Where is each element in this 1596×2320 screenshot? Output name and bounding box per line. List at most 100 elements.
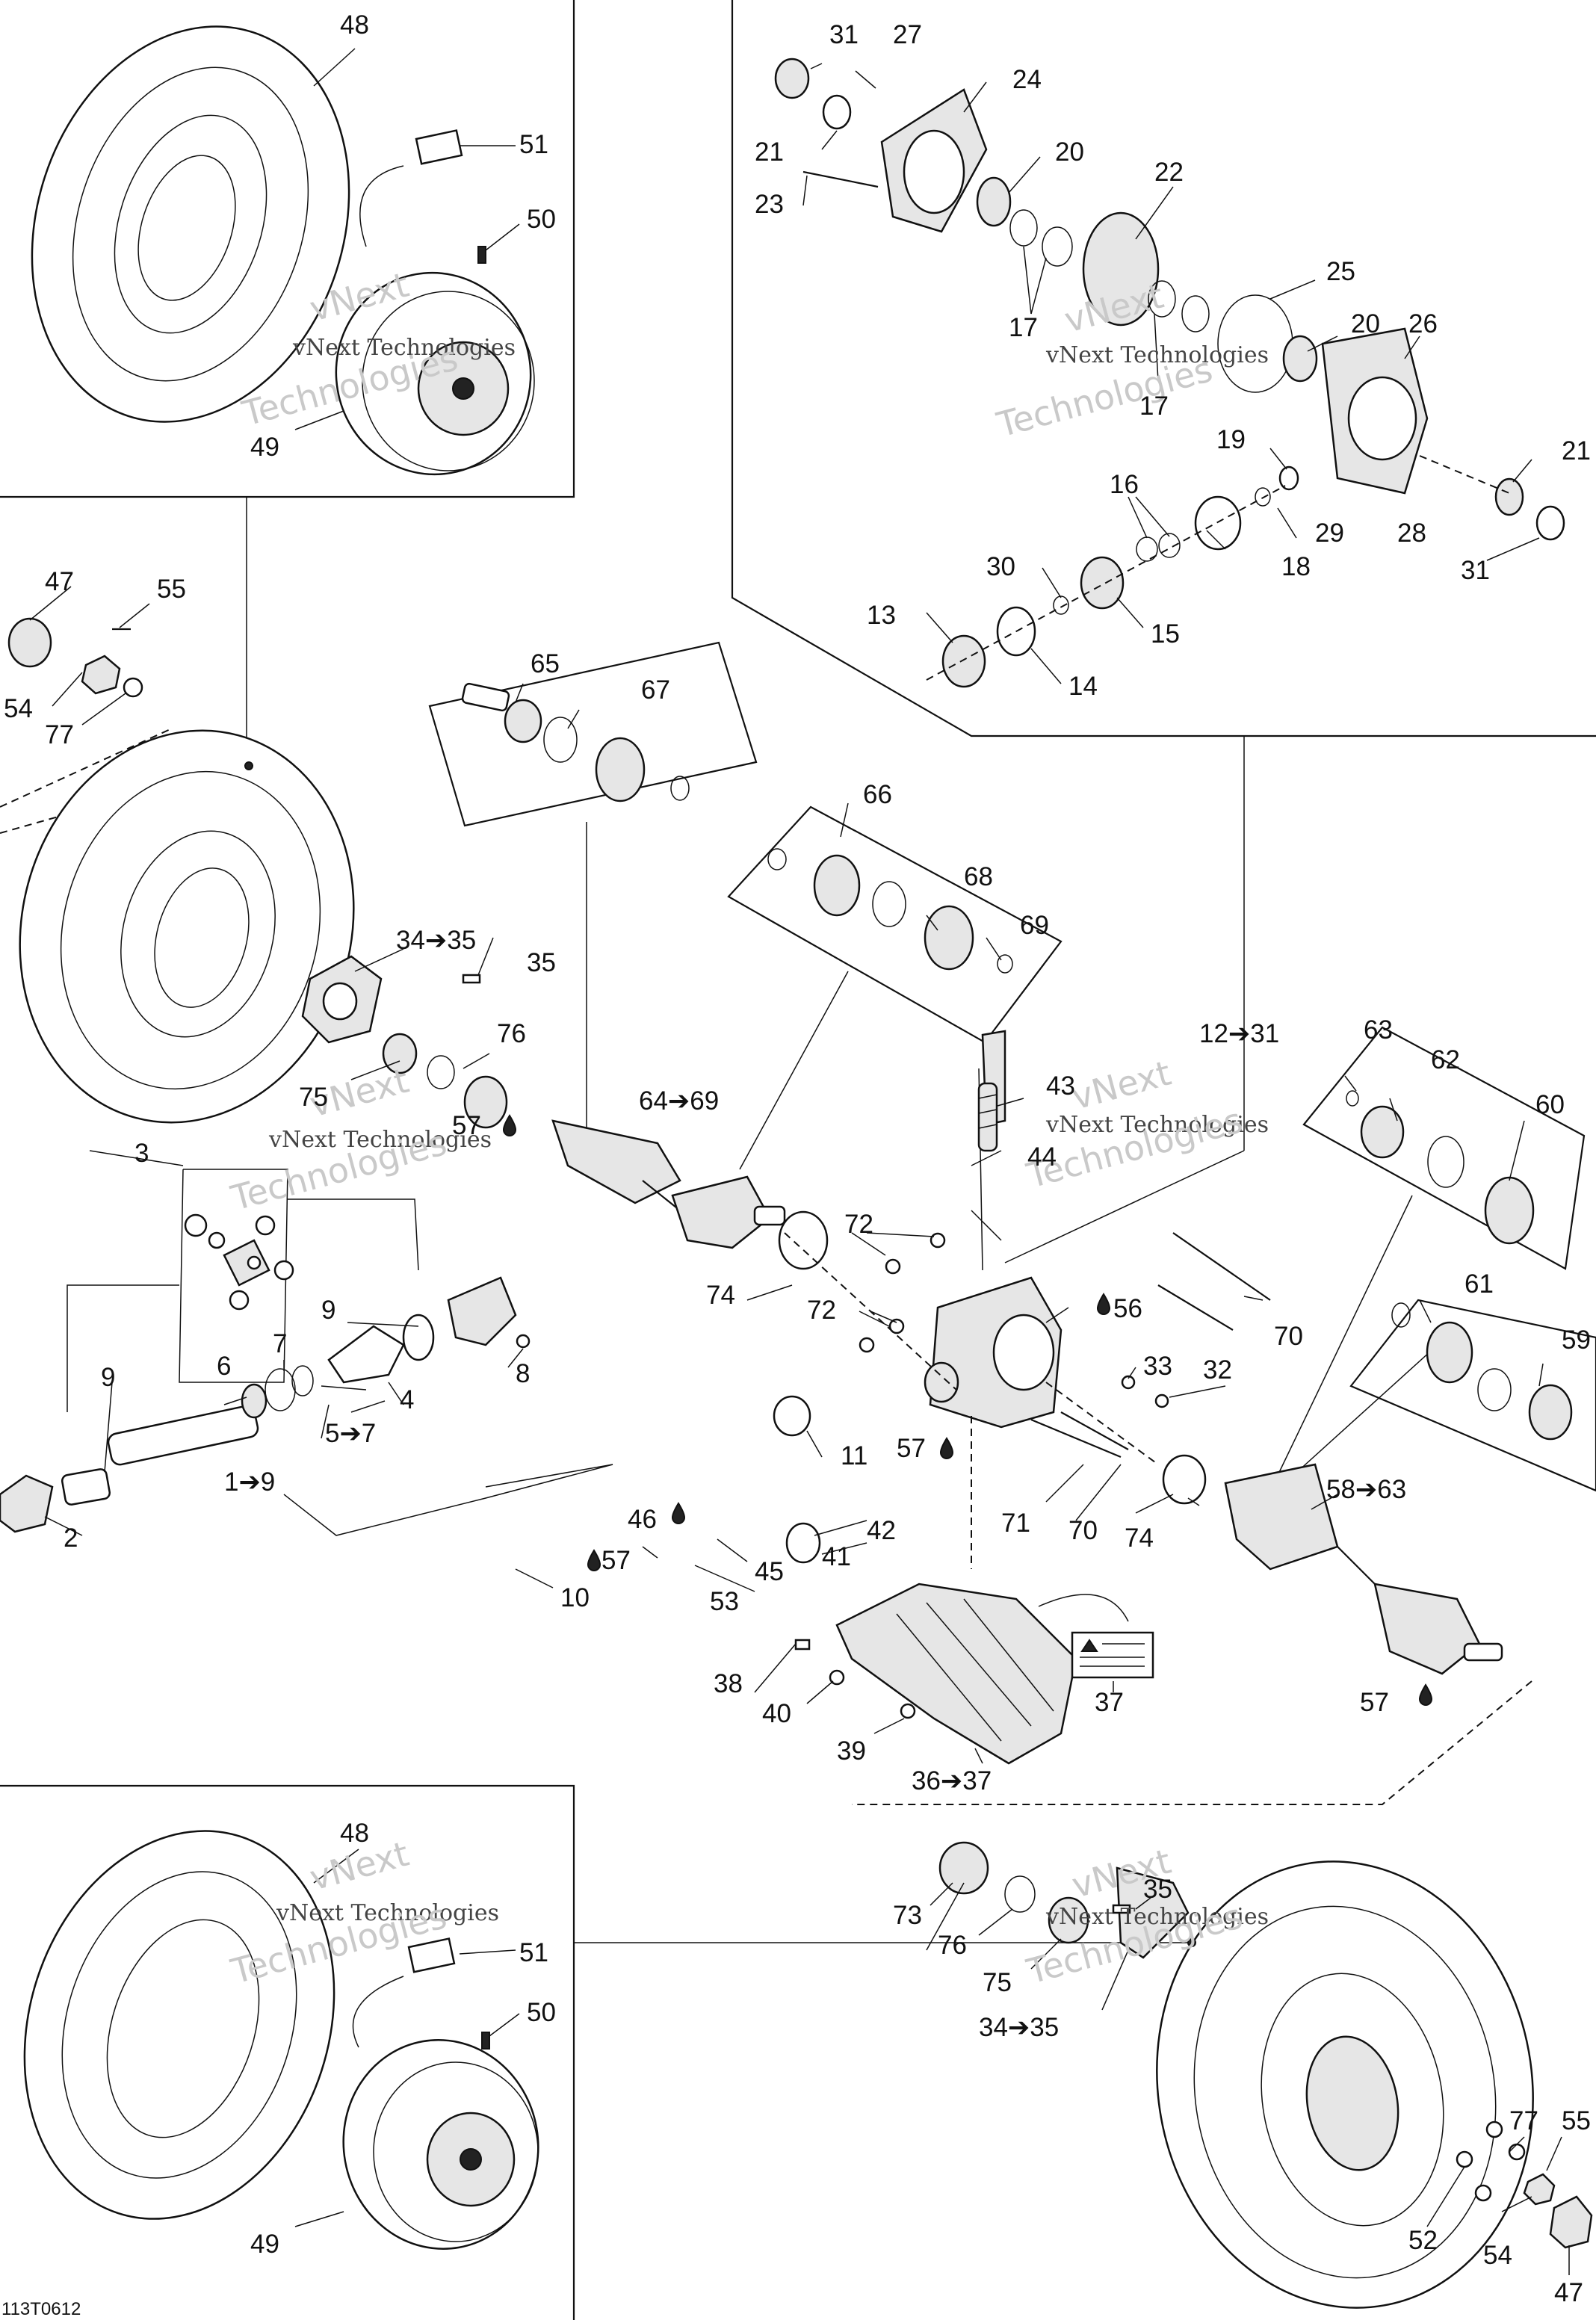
callout-16: 16 xyxy=(1110,470,1139,499)
tire-bottom-left xyxy=(23,1830,335,2220)
callout-73: 73 xyxy=(893,1901,922,1930)
callout-67: 67 xyxy=(641,675,670,705)
callout-69: 69 xyxy=(1020,911,1049,940)
callout-30: 30 xyxy=(986,552,1015,581)
wheel-rim-bottom xyxy=(342,2039,539,2250)
callout-72: 72 xyxy=(807,1296,836,1325)
callout-39: 39 xyxy=(837,1736,866,1766)
callout-47: 47 xyxy=(45,567,74,596)
watermark-text: vNext Technologies xyxy=(1045,1112,1269,1138)
callout-6: 6 xyxy=(217,1352,231,1381)
callout-70: 70 xyxy=(1068,1516,1098,1545)
watermark-text: vNext Technologies xyxy=(1045,342,1269,368)
callout-31: 31 xyxy=(1461,556,1490,585)
callout-63: 63 xyxy=(1364,1015,1393,1045)
callout-35: 35 xyxy=(527,948,556,977)
callout-49: 49 xyxy=(250,433,279,462)
callout-labels: 31 27 24 21 20 22 23 25 17 20 26 17 19 2… xyxy=(1,10,1591,2319)
callout-29: 29 xyxy=(1315,519,1344,548)
callout-31: 31 xyxy=(829,20,859,49)
callout-1-9: 1➔9 xyxy=(224,1467,275,1497)
callout-50: 50 xyxy=(527,1998,556,2027)
callout-35: 35 xyxy=(1143,1875,1172,1904)
callout-52: 52 xyxy=(1408,2226,1438,2255)
callout-53: 53 xyxy=(710,1587,739,1616)
callout-18: 18 xyxy=(1281,552,1311,581)
callout-38: 38 xyxy=(714,1669,743,1698)
callout-33: 33 xyxy=(1143,1352,1172,1381)
callout-24: 24 xyxy=(1012,65,1042,94)
oil-drop-icon xyxy=(939,1437,954,1459)
callout-4: 4 xyxy=(400,1385,414,1414)
callout-77: 77 xyxy=(1509,2106,1538,2135)
tire-top-left xyxy=(31,25,350,423)
callout-40: 40 xyxy=(762,1699,791,1728)
oil-drop-icon xyxy=(1418,1683,1433,1706)
callout-41: 41 xyxy=(822,1542,851,1571)
callout-60: 60 xyxy=(1535,1090,1565,1119)
valve-and-decal-parts xyxy=(352,129,490,2050)
callout-2: 2 xyxy=(64,1524,78,1553)
callout-72: 72 xyxy=(844,1210,873,1239)
axle-parts xyxy=(461,682,1573,1675)
callout-19: 19 xyxy=(1216,425,1246,454)
skid-plate xyxy=(794,1583,1129,1765)
spring-and-rod xyxy=(977,1082,998,1152)
callout-44: 44 xyxy=(1027,1142,1057,1172)
drawing-code: 113T0612 xyxy=(1,2299,81,2319)
callout-55: 55 xyxy=(1562,2106,1591,2135)
callout-68: 68 xyxy=(964,862,993,891)
callout-74: 74 xyxy=(1125,1524,1154,1553)
callout-47: 47 xyxy=(1554,2278,1583,2307)
callout-75: 75 xyxy=(983,1968,1012,1997)
callout-49: 49 xyxy=(250,2230,279,2259)
oil-drop-icon xyxy=(671,1502,686,1524)
watermark-text: vNext xyxy=(1068,1053,1175,1118)
callout-20: 20 xyxy=(1055,137,1084,167)
callout-15: 15 xyxy=(1151,619,1180,649)
oil-drop-icon xyxy=(1096,1293,1111,1315)
universal-joint-kit xyxy=(184,1213,294,1311)
callout-45: 45 xyxy=(755,1557,784,1586)
differential-parts-top xyxy=(774,58,1565,688)
callout-34-35: 34➔35 xyxy=(396,926,476,955)
wheel-nuts-parts xyxy=(7,617,1593,2249)
callout-9: 9 xyxy=(101,1363,115,1392)
callout-20: 20 xyxy=(1351,309,1380,338)
callout-62: 62 xyxy=(1431,1045,1460,1074)
leader-lines xyxy=(29,48,1570,2275)
warning-label-icon xyxy=(1071,1631,1154,1679)
callout-12-31: 12➔31 xyxy=(1199,1019,1279,1048)
callout-23: 23 xyxy=(755,190,784,219)
callout-59: 59 xyxy=(1562,1326,1591,1355)
callout-28: 28 xyxy=(1397,519,1426,548)
callout-54: 54 xyxy=(4,694,33,723)
gearbox-housing xyxy=(784,1030,1271,1569)
watermark-text: vNext Technologies xyxy=(276,1900,499,1926)
callout-51: 51 xyxy=(519,1938,548,1967)
callout-42: 42 xyxy=(867,1516,896,1545)
tire-middle-left xyxy=(19,729,355,1124)
watermarks: vNext Technologies vNext Technologies vN… xyxy=(226,265,1269,1992)
callout-9: 9 xyxy=(321,1296,335,1325)
callout-21: 21 xyxy=(1562,436,1591,465)
watermark-text: vNext Technologies xyxy=(268,1127,492,1153)
watermark-text: vNext Technologies xyxy=(1045,1904,1269,1930)
hub-parts xyxy=(301,955,1190,1959)
callout-71: 71 xyxy=(1001,1509,1030,1538)
callout-57: 57 xyxy=(897,1434,926,1463)
callout-46: 46 xyxy=(628,1505,657,1534)
callout-11: 11 xyxy=(841,1441,867,1470)
callout-48: 48 xyxy=(340,10,369,40)
callout-43: 43 xyxy=(1046,1071,1075,1101)
callout-55: 55 xyxy=(157,575,186,604)
callout-75: 75 xyxy=(299,1083,328,1112)
callout-76: 76 xyxy=(938,1931,967,1960)
callout-17: 17 xyxy=(1139,392,1169,421)
oil-drop-icon xyxy=(502,1114,517,1136)
callout-32: 32 xyxy=(1203,1355,1232,1385)
callout-10: 10 xyxy=(560,1583,590,1612)
oil-drop-icons xyxy=(502,1114,1433,1706)
